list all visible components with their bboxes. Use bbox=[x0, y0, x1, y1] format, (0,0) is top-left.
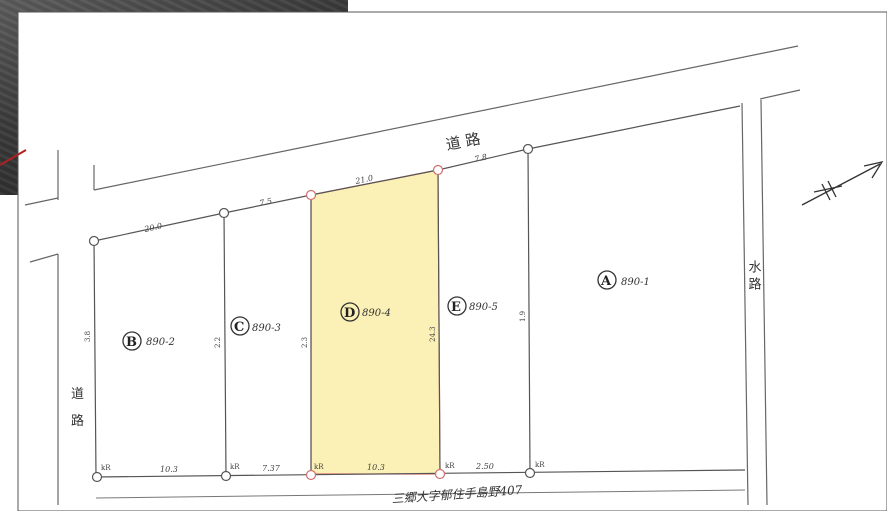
map-paper bbox=[17, 11, 887, 511]
left-road-label-top: 道 bbox=[71, 387, 84, 402]
corner-mark: kR bbox=[101, 464, 111, 472]
lot-letter: D bbox=[344, 306, 355, 321]
lot-a-label: A 890-1 bbox=[597, 270, 650, 290]
marker bbox=[305, 189, 317, 201]
marker bbox=[432, 164, 444, 176]
dimension-label: 24.3 bbox=[429, 326, 437, 342]
dimension-label: 7.37 bbox=[262, 464, 281, 473]
road-edge-upper bbox=[93, 45, 799, 191]
lot-d-label: D 890-4 bbox=[340, 302, 391, 322]
corner-mark: kR bbox=[535, 461, 545, 469]
canal-top bbox=[759, 89, 801, 100]
left-road-label-bottom: 路 bbox=[71, 413, 84, 429]
parcel-d-highlight bbox=[310, 169, 441, 475]
lot-c-label: C 890-3 bbox=[230, 316, 281, 336]
divider-e-a bbox=[527, 148, 531, 474]
marker bbox=[305, 469, 317, 481]
lot-number: 890-5 bbox=[469, 302, 498, 313]
road-edge-outer bbox=[24, 197, 59, 206]
dimension-label: 10.3 bbox=[367, 463, 385, 472]
lot-number: 890-1 bbox=[621, 277, 650, 288]
lot-letter: C bbox=[234, 320, 244, 335]
lot-e-label: E 890-5 bbox=[447, 296, 498, 316]
marker bbox=[88, 235, 100, 247]
lot-number: 890-4 bbox=[362, 308, 391, 319]
dimension-label: 20.0 bbox=[143, 221, 163, 234]
north-arrow-icon bbox=[801, 161, 884, 206]
marker bbox=[522, 143, 534, 155]
corner-mark: kR bbox=[445, 462, 455, 470]
dimension-label: 2.3 bbox=[301, 337, 309, 348]
lot-letter-circle bbox=[122, 331, 142, 351]
dimension-label: 7.8 bbox=[474, 153, 488, 164]
dimension-label: 10.3 bbox=[160, 465, 178, 474]
lot-number: 890-2 bbox=[146, 337, 175, 348]
lot-letter: A bbox=[600, 274, 612, 289]
north-arrow-tick bbox=[813, 185, 843, 193]
dimension-label: 2.2 bbox=[214, 337, 222, 348]
divider-b-c bbox=[223, 212, 227, 477]
marker bbox=[220, 470, 232, 482]
lot-letter-circle bbox=[447, 296, 467, 316]
parcel-rear-line bbox=[95, 469, 746, 478]
parcel-front-line bbox=[93, 105, 741, 242]
north-arrow-tick bbox=[827, 180, 837, 198]
marker bbox=[524, 467, 536, 479]
north-arrow-head bbox=[863, 161, 884, 179]
left-road-edge-3 bbox=[29, 253, 59, 263]
canal-label: 水 路 bbox=[746, 260, 762, 291]
photo-red-line bbox=[0, 149, 27, 166]
bottom-road-line bbox=[95, 489, 746, 499]
divider-b-left bbox=[93, 240, 97, 478]
canal-edge-left bbox=[741, 102, 749, 506]
lot-letter-circle bbox=[340, 302, 360, 322]
corner-mark: kR bbox=[230, 463, 240, 471]
dimension-label: 3.8 bbox=[84, 331, 92, 342]
divider-d-e bbox=[437, 169, 441, 475]
canal-edge-right bbox=[760, 99, 768, 506]
lot-letter: E bbox=[451, 300, 461, 315]
marker bbox=[91, 471, 103, 483]
lot-letter: B bbox=[126, 335, 137, 350]
dimension-label: 21.0 bbox=[354, 173, 374, 186]
lot-letter-circle bbox=[597, 270, 617, 290]
corner-mark: kR bbox=[314, 463, 324, 471]
dimension-label: 1.9 bbox=[519, 311, 527, 322]
lot-letter-circle bbox=[230, 316, 250, 336]
north-arrow-shaft bbox=[801, 163, 881, 206]
north-arrow-tick bbox=[821, 183, 831, 201]
boundary-markers bbox=[88, 143, 536, 483]
dimension-label: 2.50 bbox=[475, 462, 494, 471]
dimension-label: 7.5 bbox=[259, 197, 273, 208]
lot-b-label: B 890-2 bbox=[122, 331, 175, 351]
marker bbox=[218, 207, 230, 219]
marker bbox=[434, 468, 446, 480]
lot-number: 890-3 bbox=[252, 323, 281, 334]
